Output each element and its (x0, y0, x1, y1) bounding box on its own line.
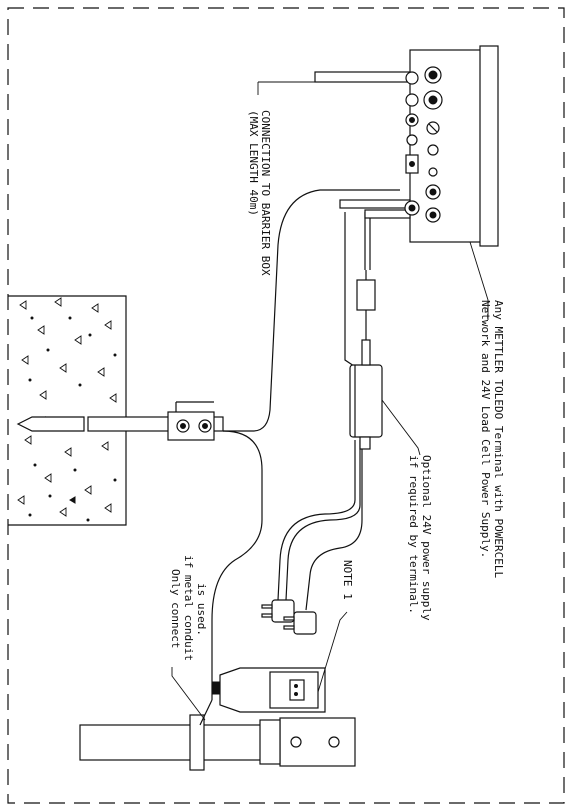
power-plug-2 (283, 611, 317, 635)
leader-lines (171, 81, 489, 721)
label-connection: CONNECTION TO BARRIER BOX (MAX LENGTH 40… (247, 110, 272, 276)
label-note: NOTE 1 (341, 560, 354, 600)
drawing-border (7, 7, 565, 804)
label-conduit: Only connect if metal conduit is used. (169, 555, 208, 661)
conduit-label-line2: if metal conduit (182, 555, 195, 661)
ground-clamp (167, 401, 215, 441)
conduit-label-line3: is used. (195, 583, 208, 636)
power-label-line2: if required by terminal. (407, 455, 420, 614)
concrete-foundation (8, 295, 127, 526)
connection-label-line1: CONNECTION TO BARRIER BOX (259, 110, 272, 276)
label-terminal: Any METTLER TOLEDO Terminal with POWERCE… (479, 300, 505, 579)
terminal-label-line1: Any METTLER TOLEDO Terminal with POWERCE… (492, 300, 505, 579)
power-label-line1: Optional 24V power supply (420, 455, 433, 621)
connection-label-line2: (MAX LENGTH 40m) (247, 110, 260, 216)
conduit-label-line1: Only connect (169, 569, 182, 648)
junction-box (211, 667, 326, 713)
terminal-enclosure (314, 45, 499, 247)
note-label: NOTE 1 (341, 560, 354, 600)
ferrite-core (356, 270, 376, 340)
terminal-label-line2: Network and 24V Load Cell Power Supply. (479, 300, 492, 558)
label-power-supply: Optional 24V power supply if required by… (407, 455, 433, 621)
load-cell-mount (79, 699, 356, 771)
power-supply (349, 339, 383, 450)
